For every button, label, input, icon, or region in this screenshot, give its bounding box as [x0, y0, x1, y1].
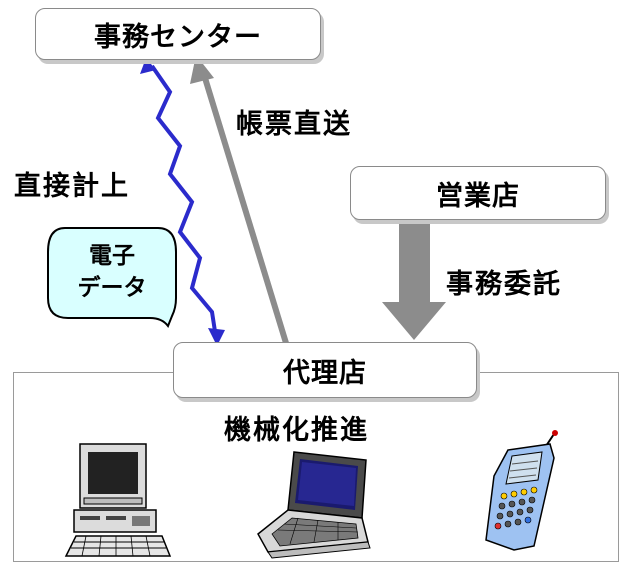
branch-node-label: 営業店	[436, 180, 520, 212]
form-direct-send-label: 帳票直送	[236, 109, 352, 140]
electronic-data-text: 電子 データ	[48, 240, 176, 304]
form-direct-send-arrow	[190, 55, 289, 344]
electronic-data-bubble	[47, 227, 177, 329]
bubble-line-2: データ	[77, 275, 147, 301]
center-node-label: 事務センター	[94, 21, 262, 53]
center-node: 事務センター	[35, 8, 321, 60]
agency-node-label: 代理店	[283, 357, 367, 389]
agency-node: 代理店	[173, 342, 477, 398]
handheld-terminal-icon	[485, 430, 558, 551]
bubble-line-1: 電子	[89, 243, 135, 269]
desktop-computer-icon	[64, 443, 172, 557]
direct-upload-label: 直接計上	[14, 171, 130, 202]
mechanization-title: 機械化推進	[224, 415, 369, 446]
laptop-computer-icon	[257, 451, 371, 559]
branch-node: 営業店	[350, 166, 606, 220]
outsourcing-label: 事務委託	[446, 269, 562, 300]
direct-upload-zigzag	[140, 58, 225, 346]
outsourcing-block-arrow	[382, 222, 446, 340]
